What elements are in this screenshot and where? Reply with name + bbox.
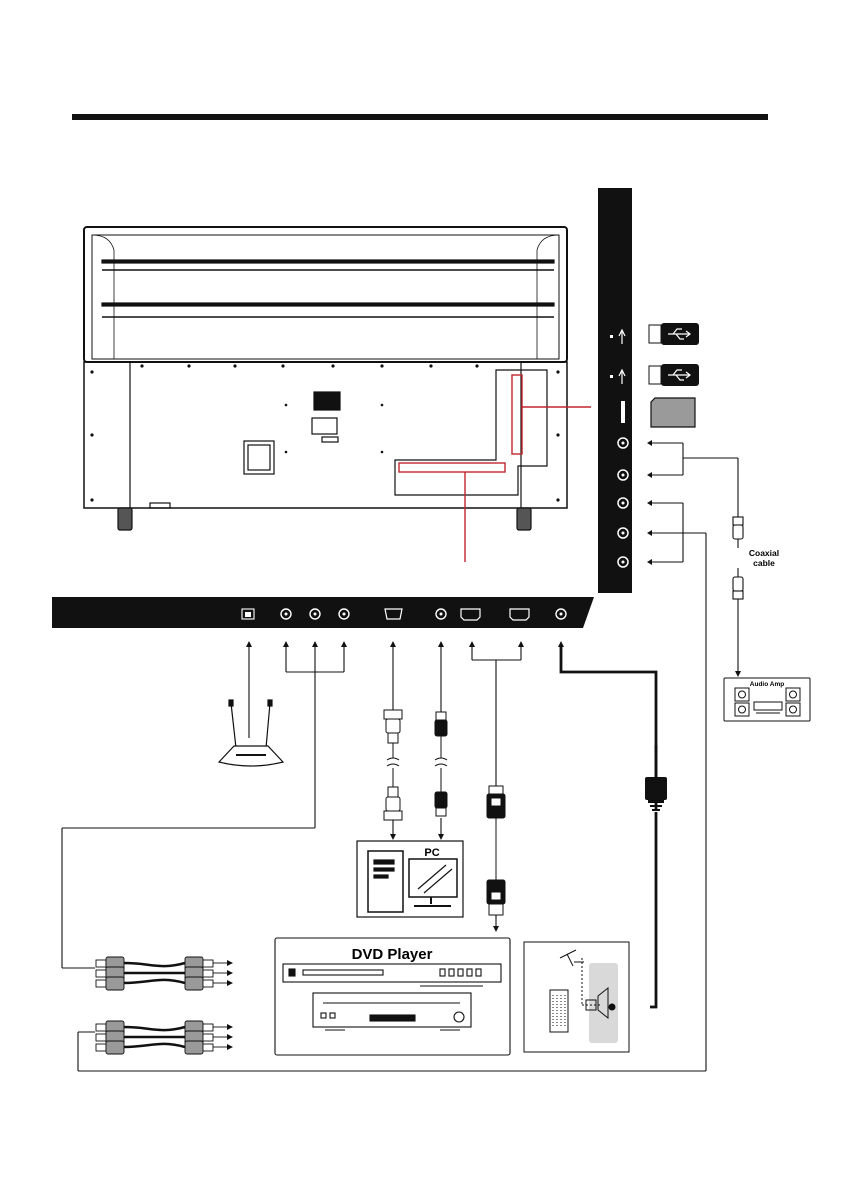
pc-device	[357, 841, 463, 917]
antenna-icon	[524, 942, 629, 1052]
pc-audio-cable	[435, 712, 447, 816]
wifi-router-icon	[219, 700, 283, 766]
rca-cable-set-2	[96, 1021, 227, 1054]
side-port-panel	[598, 188, 632, 593]
antenna-plug	[645, 777, 667, 811]
dvd-player-label: DVD Player	[352, 946, 433, 963]
header-rule	[72, 114, 768, 120]
bottom-port-strip	[52, 597, 594, 628]
pc-label: PC	[424, 847, 439, 859]
audio-amp-label: Audio Amp	[750, 681, 784, 688]
usb-flash-drive-icon	[649, 323, 699, 386]
hdmi-cable	[487, 786, 505, 915]
side-audio-connections	[650, 443, 738, 1071]
rca-arrowheads	[227, 960, 233, 1050]
antenna-cable	[561, 645, 656, 777]
side-arrowheads	[647, 440, 652, 565]
coaxial-cable	[733, 517, 743, 672]
coaxial-label-line1: Coaxial	[749, 548, 779, 558]
port-callouts	[399, 375, 591, 562]
vga-cable	[384, 710, 402, 820]
tv-back	[84, 227, 567, 530]
sd-card-icon	[651, 398, 695, 427]
coaxial-label-line2: cable	[753, 558, 775, 568]
bottom-arrowheads	[246, 641, 564, 932]
rca-cable-set-1	[96, 957, 227, 990]
